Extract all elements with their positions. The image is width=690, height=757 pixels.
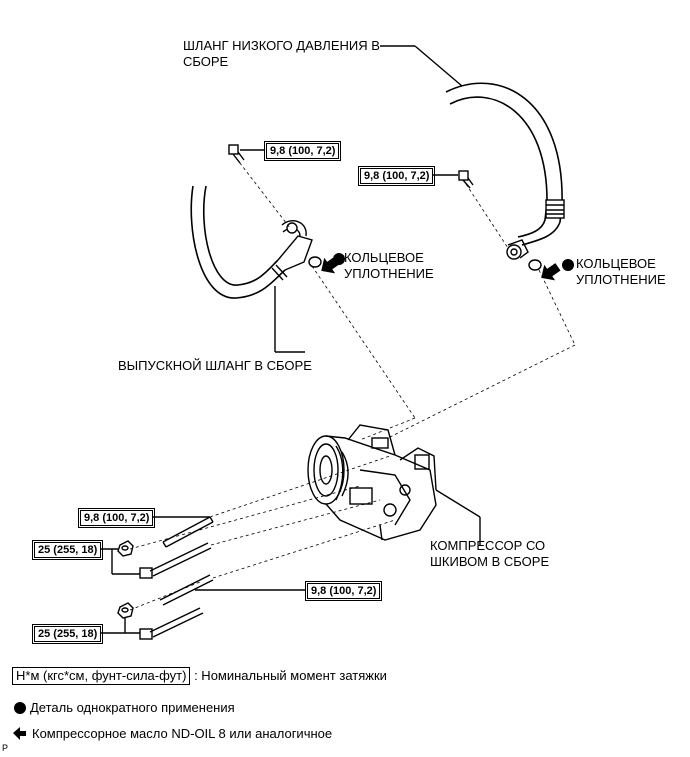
discharge-bolt	[228, 144, 245, 164]
o-ring-left-label-line2: УПЛОТНЕНИЕ	[344, 266, 434, 281]
compressor-label: КОМПРЕССОР СО ШКИВОМ В СБОРЕ	[430, 538, 549, 570]
torque-stud-lower: 9,8 (100, 7,2)	[304, 581, 383, 601]
compressor-label-line2: ШКИВОМ В СБОРЕ	[430, 554, 550, 569]
torque-nut-upper: 25 (255, 18)	[31, 540, 104, 560]
stud-bolt-lower-a	[159, 574, 214, 606]
non-reusable-dot-right	[562, 259, 574, 271]
compressor	[307, 424, 437, 541]
torque-stud-upper: 9,8 (100, 7,2)	[77, 508, 156, 528]
low-hose-label-line1: ШЛАНГ НИЗКОГО ДАВЛЕНИЯ В	[183, 38, 380, 53]
legend-oil: Компрессорное масло ND-OIL 8 или аналоги…	[32, 726, 333, 741]
oil-arrow-left	[321, 256, 341, 274]
nut-lower	[117, 602, 134, 619]
legend-dot-icon	[14, 702, 26, 714]
o-ring-right-label-line1: КОЛЬЦЕВОЕ	[576, 256, 656, 271]
legend-torque-desc: : Номинальный момент затяжки	[194, 668, 387, 683]
oil-arrow-right	[541, 263, 561, 281]
discharge-hose	[190, 185, 313, 299]
low-pressure-hose	[445, 82, 565, 260]
torque-nut-lower: 25 (255, 18)	[31, 624, 104, 644]
stud-bolt-upper	[162, 516, 214, 548]
stud-bolt-middle	[139, 542, 212, 579]
legend-arrow-icon	[13, 727, 26, 740]
low-hose-leader-2	[414, 45, 463, 87]
low-hose-label: ШЛАНГ НИЗКОГО ДАВЛЕНИЯ В СБОРЕ	[183, 38, 380, 70]
compressor-label-line1: КОМПРЕССОР СО	[430, 538, 546, 553]
compressor-leader	[435, 489, 481, 518]
legend-torque-unit: Н*м (кгс*см, фунт-сила-фут)	[12, 667, 191, 685]
o-ring-right	[528, 259, 542, 271]
low-hose-label-line2: СБОРЕ	[183, 54, 229, 69]
o-ring-right-label-line2: УПЛОТНЕНИЕ	[576, 272, 666, 287]
o-ring-left-label: КОЛЬЦЕВОЕ УПЛОТНЕНИЕ	[344, 250, 434, 282]
discharge-hose-label: ВЫПУСКНОЙ ШЛАНГ В СБОРЕ	[118, 358, 312, 373]
suction-bolt	[458, 170, 474, 189]
corner-mark: P	[2, 743, 9, 753]
o-ring-left-label-line1: КОЛЬЦЕВОЕ	[344, 250, 424, 265]
o-ring-left	[308, 256, 322, 268]
torque-suction-bolt: 9,8 (100, 7,2)	[357, 166, 436, 186]
legend-non-reusable: Деталь однократного применения	[30, 700, 235, 715]
o-ring-right-label: КОЛЬЦЕВОЕ УПЛОТНЕНИЕ	[576, 256, 666, 288]
legend-torque: Н*м (кгс*см, фунт-сила-фут) : Номинальны…	[12, 667, 387, 685]
nut-upper	[117, 540, 134, 557]
stud-bolt-lower-b	[139, 607, 204, 640]
torque-discharge-bolt: 9,8 (100, 7,2)	[263, 141, 342, 161]
